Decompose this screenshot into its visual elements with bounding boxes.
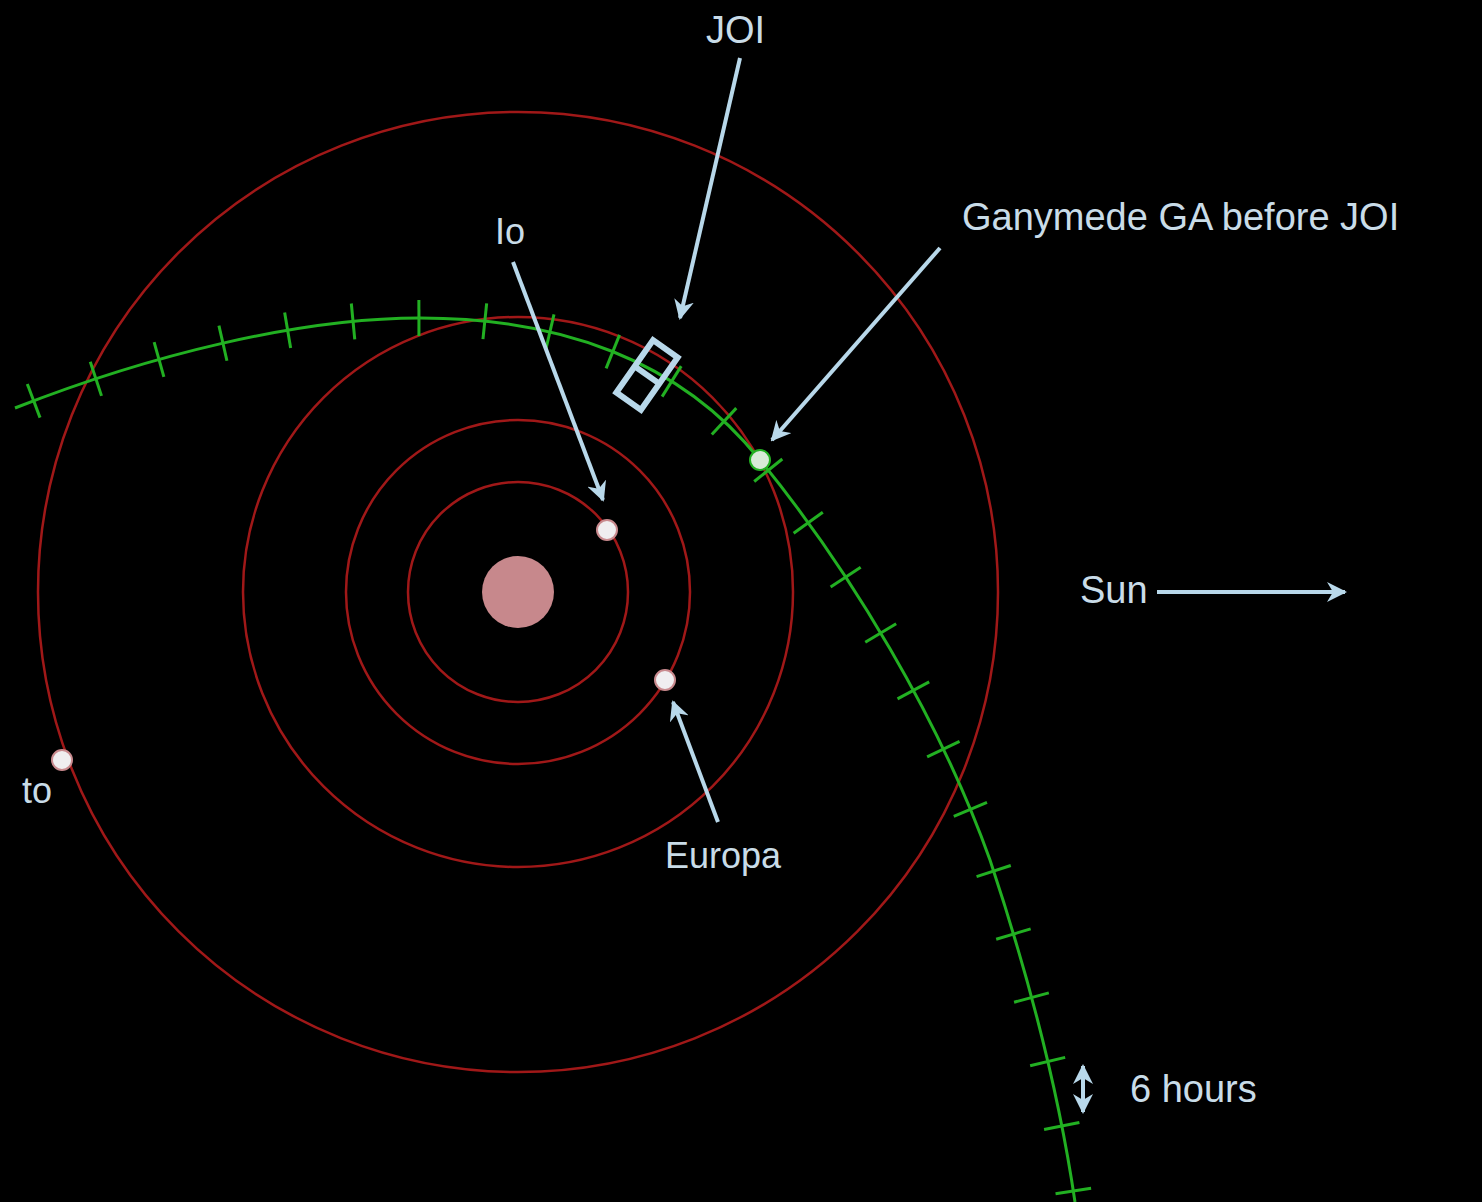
time-tick	[285, 312, 291, 347]
annotation-label: to	[22, 771, 52, 811]
spacecraft-trajectory	[15, 318, 1075, 1202]
interval-arrow	[1081, 1066, 1085, 1112]
time-tick	[954, 802, 987, 816]
time-tick	[154, 342, 164, 377]
time-tick	[27, 384, 40, 418]
time-tick	[219, 326, 227, 361]
time-tick	[927, 741, 959, 757]
time-tick	[1044, 1122, 1079, 1129]
annotation-label: JOI	[706, 10, 765, 52]
time-tick	[712, 408, 736, 434]
time-tick	[417, 300, 420, 336]
time-tick	[1030, 1057, 1065, 1065]
time-tick	[1056, 1188, 1092, 1194]
time-tick	[898, 682, 930, 699]
time-tick	[794, 512, 823, 533]
annotation-label: 6 hours	[1130, 1069, 1257, 1111]
jupiter	[482, 556, 554, 628]
time-tick	[546, 314, 554, 349]
time-tick	[1014, 993, 1049, 1002]
time-tick	[996, 929, 1030, 939]
moons	[52, 450, 770, 770]
leader-arrows	[513, 58, 1345, 822]
time-tick	[831, 567, 861, 587]
annotation-label: Sun	[1080, 570, 1148, 612]
time-tick	[977, 865, 1011, 876]
time-tick	[483, 303, 487, 339]
annotation-label: Europa	[665, 836, 781, 876]
time-ticks	[27, 300, 1091, 1194]
time-tick	[90, 362, 101, 396]
annotation-label: Ganymede GA before JOI	[962, 197, 1399, 239]
time-tick	[351, 304, 354, 340]
annotation-label: Io	[495, 212, 525, 252]
time-tick	[865, 624, 896, 642]
spacecraft-icon	[616, 340, 677, 410]
time-tick	[606, 335, 619, 368]
